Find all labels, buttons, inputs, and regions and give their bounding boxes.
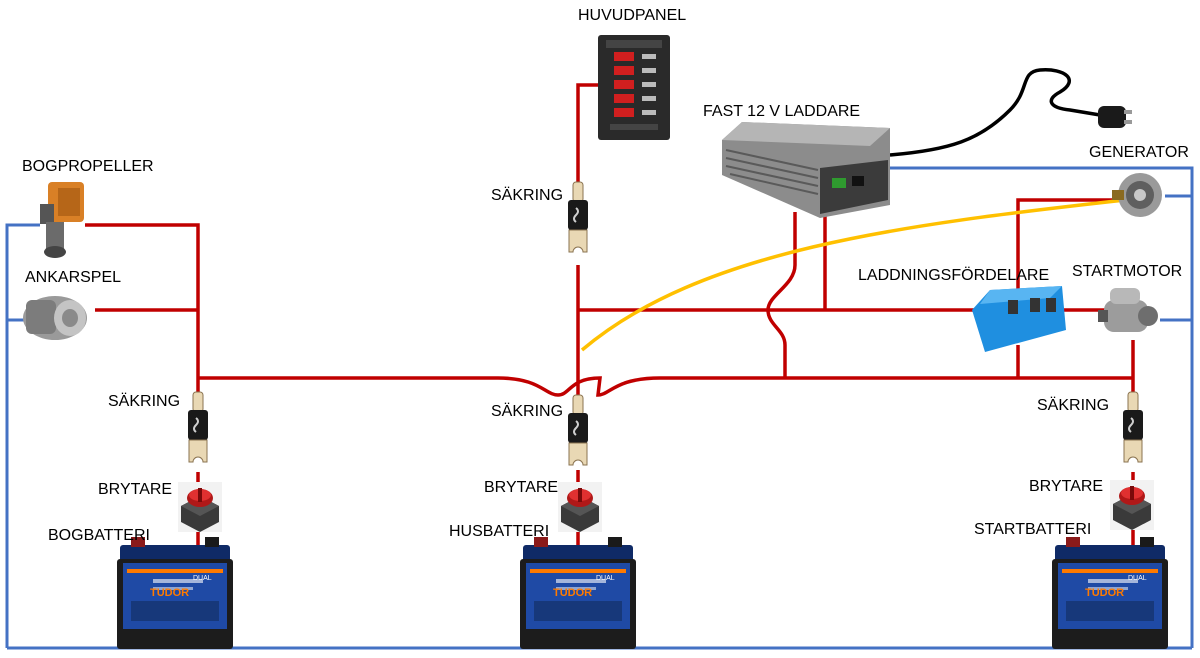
laddningsfordelare-image — [972, 286, 1066, 352]
charger-power-cord — [889, 68, 1101, 157]
label-huvudpanel: HUVUDPANEL — [578, 7, 686, 24]
label-sakring-panel: SÄKRING — [491, 186, 563, 204]
fuse-start — [1122, 391, 1144, 463]
battery-hus: TUDOR DUAL — [520, 537, 636, 649]
startmotor-image — [1098, 288, 1158, 332]
battery-start: TUDOR DUAL — [1052, 537, 1168, 649]
pos-wire-bogpropeller — [85, 223, 200, 378]
battery-brand-hus: TUDOR — [553, 587, 592, 599]
huvudpanel-image — [598, 35, 670, 140]
fuse-bog — [187, 391, 209, 463]
label-laddningsfordelare: LADDNINGSFÖRDELARE — [858, 266, 1049, 284]
fuse-panel — [567, 181, 589, 253]
generator-image — [1112, 173, 1162, 217]
switch-bog[interactable] — [178, 482, 222, 532]
label-husbatteri: HUSBATTERI — [449, 523, 549, 540]
label-bogbatteri: BOGBATTERI — [48, 527, 150, 544]
pos-wire-gen-to-fordelare — [1016, 198, 1115, 290]
pos-wire-main-bus — [198, 376, 1133, 397]
battery-brand-bog: TUDOR — [150, 587, 189, 599]
bogpropeller-image — [40, 182, 84, 258]
charge-wire-generator — [580, 198, 1126, 352]
battery-brand-start: TUDOR — [1085, 587, 1124, 599]
label-brytare-hus: BRYTARE — [484, 479, 558, 496]
label-startbatteri: STARTBATTERI — [974, 521, 1091, 538]
battery-bog: TUDOR DUAL — [117, 537, 233, 649]
pos-wire-charger-a — [766, 212, 797, 378]
positive-wires — [85, 83, 1135, 545]
label-generator: GENERATOR — [1089, 144, 1189, 161]
label-sakring-hus: SÄKRING — [491, 402, 563, 420]
label-startmotor: STARTMOTOR — [1072, 263, 1182, 280]
label-bogpropeller: BOGPROPELLER — [22, 158, 154, 175]
ankarspel-image — [23, 296, 87, 340]
label-ankarspel: ANKARSPEL — [25, 269, 121, 286]
battery-badge-start: DUAL — [1128, 575, 1147, 582]
laddare-image — [722, 122, 890, 218]
battery-badge-bog: DUAL — [193, 575, 212, 582]
pos-wire-panel — [576, 83, 598, 182]
label-laddare: FAST 12 V LADDARE — [703, 103, 860, 120]
switch-start[interactable] — [1110, 480, 1154, 530]
switch-hus[interactable] — [558, 482, 602, 532]
neg-wire-charger — [890, 166, 1194, 648]
fuse-hus — [567, 394, 589, 466]
power-plug-image — [1098, 106, 1132, 128]
battery-badge-hus: DUAL — [596, 575, 615, 582]
neg-wire-bog-loop — [5, 223, 40, 648]
label-sakring-start: SÄKRING — [1037, 396, 1109, 414]
label-sakring-bog: SÄKRING — [108, 392, 180, 410]
label-brytare-bog: BRYTARE — [98, 481, 172, 498]
label-brytare-start: BRYTARE — [1029, 478, 1103, 495]
